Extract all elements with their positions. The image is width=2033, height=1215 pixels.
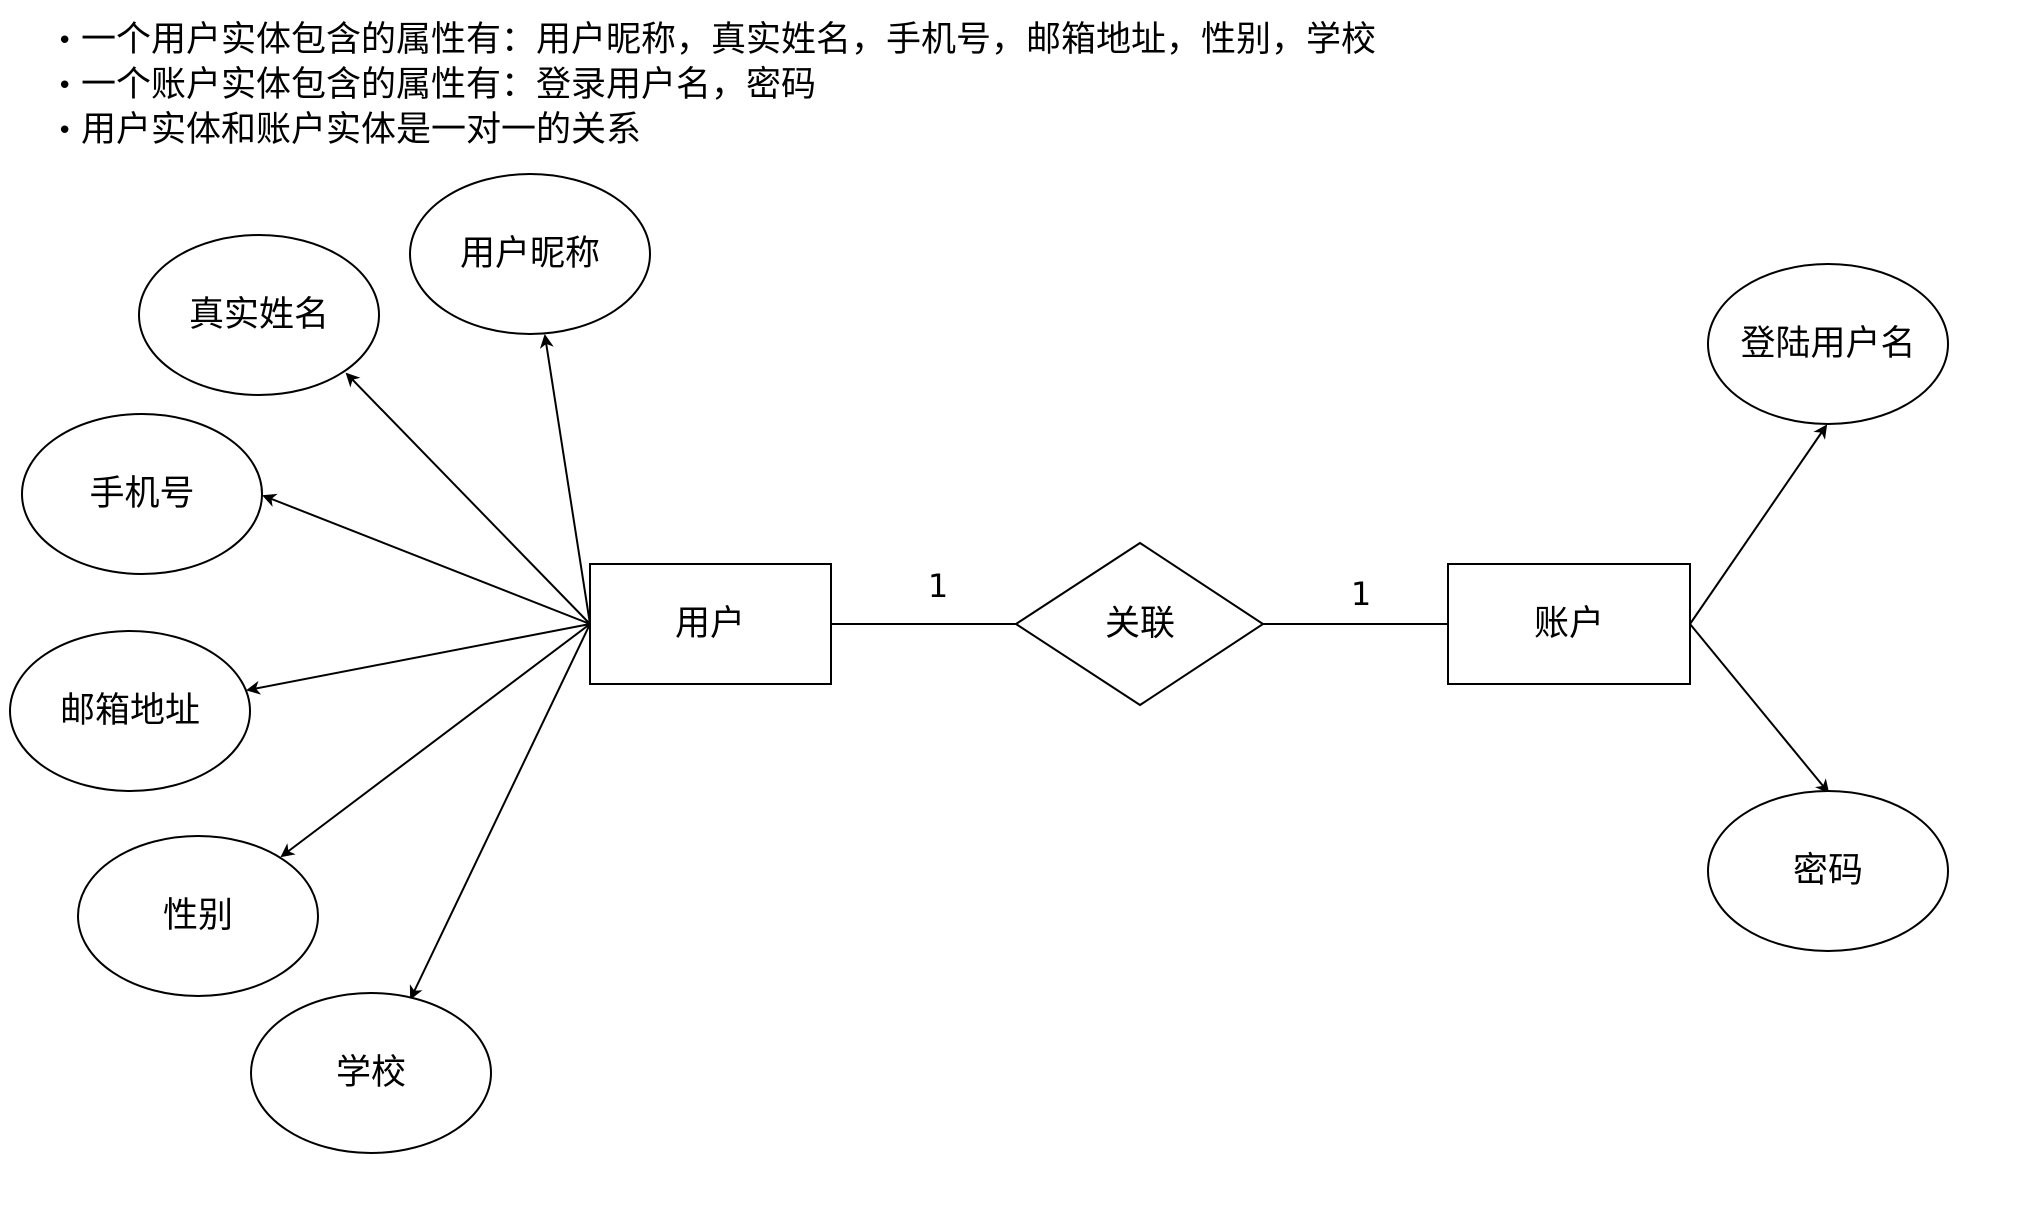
edge-account-password bbox=[1689, 623, 1830, 794]
edge-user-nickname bbox=[539, 334, 591, 625]
cardinality-left: 1 bbox=[928, 567, 948, 605]
note-item: 一个账户实体包含的属性有：登录用户名，密码 bbox=[57, 63, 1376, 108]
attribute-login-name-label: 登陆用户名 bbox=[1740, 324, 1915, 364]
attribute-nickname bbox=[409, 173, 651, 335]
relationship-label: 关联 bbox=[1105, 604, 1175, 644]
relationship-diamond bbox=[1014, 541, 1265, 707]
attribute-nickname-label: 用户昵称 bbox=[460, 234, 600, 274]
edge-user-realname bbox=[345, 372, 591, 625]
requirements-notes: 一个用户实体包含的属性有：用户昵称，真实姓名，手机号，邮箱地址，性别，学校 一个… bbox=[57, 18, 1376, 153]
attribute-password-label: 密码 bbox=[1793, 851, 1863, 891]
attribute-school-label: 学校 bbox=[336, 1053, 406, 1093]
attribute-gender bbox=[77, 835, 319, 997]
attribute-login-name bbox=[1707, 263, 1949, 425]
attribute-phone bbox=[21, 413, 263, 575]
entity-user bbox=[589, 563, 832, 685]
edge-account-loginname bbox=[1689, 424, 1828, 625]
attribute-email-label: 邮箱地址 bbox=[60, 691, 200, 731]
attribute-password bbox=[1707, 790, 1949, 952]
attribute-school bbox=[250, 992, 492, 1154]
edge-user-school bbox=[409, 623, 591, 1000]
edge-user-gender bbox=[280, 623, 591, 858]
attribute-real-name-label: 真实姓名 bbox=[189, 295, 329, 335]
attribute-email bbox=[9, 630, 251, 792]
edge-user-phone bbox=[262, 493, 591, 625]
note-item: 用户实体和账户实体是一对一的关系 bbox=[57, 108, 1376, 153]
note-item: 一个用户实体包含的属性有：用户昵称，真实姓名，手机号，邮箱地址，性别，学校 bbox=[57, 18, 1376, 63]
attribute-gender-label: 性别 bbox=[163, 896, 233, 936]
attribute-phone-label: 手机号 bbox=[89, 474, 194, 514]
cardinality-right: 1 bbox=[1351, 575, 1371, 613]
attribute-real-name bbox=[138, 234, 380, 396]
entity-account-label: 账户 bbox=[1534, 604, 1604, 644]
entity-account bbox=[1447, 563, 1691, 685]
entity-user-label: 用户 bbox=[675, 604, 745, 644]
edge-user-email bbox=[246, 623, 591, 695]
